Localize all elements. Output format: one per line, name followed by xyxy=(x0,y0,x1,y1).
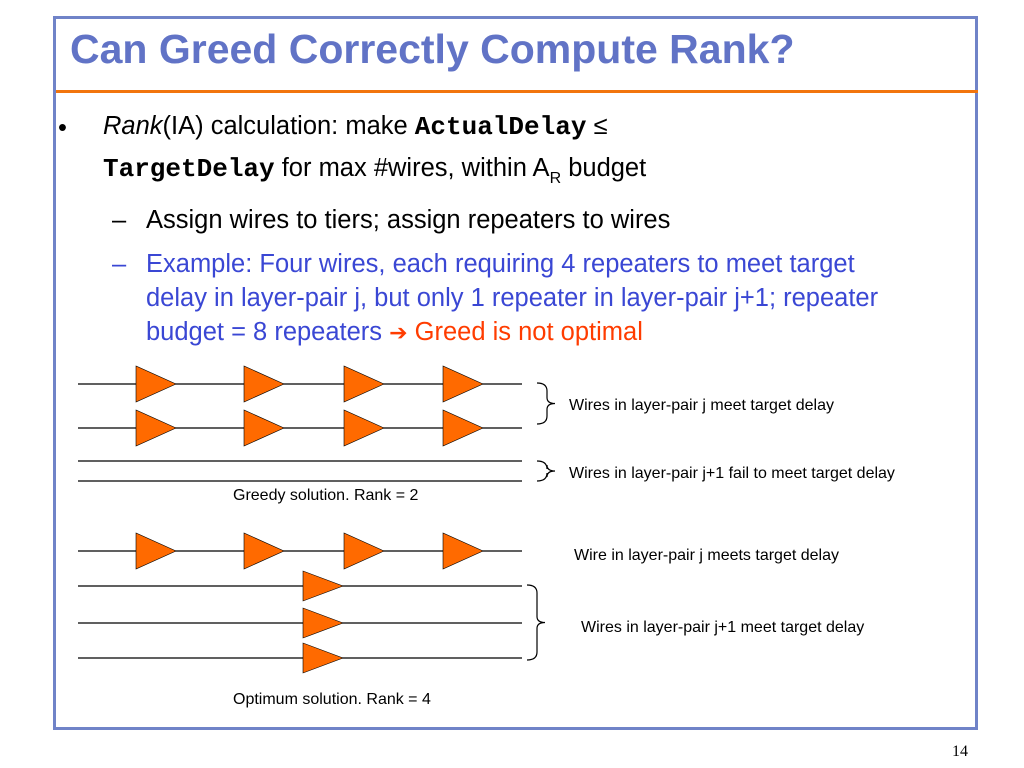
curly-brace xyxy=(536,382,556,425)
target-delay-code: TargetDelay xyxy=(103,154,275,184)
greedy-label-layer-j: Wires in layer-pair j meet target delay xyxy=(569,397,834,414)
repeater-triangle xyxy=(135,365,177,403)
sub-bullet-1-text: Assign wires to tiers; assign repeaters … xyxy=(146,206,671,234)
repeater-triangle xyxy=(135,532,177,570)
repeater-triangle xyxy=(442,409,484,447)
repeater-triangle xyxy=(343,365,385,403)
sub-bullet-2-line-2: delay in layer-pair j, but only 1 repeat… xyxy=(146,284,879,312)
subscript-r: R xyxy=(549,170,562,187)
rank-word: Rank xyxy=(103,112,163,140)
page-number: 14 xyxy=(952,743,968,760)
repeater-triangle xyxy=(302,642,344,674)
bullet-line-2: TargetDelay for max #wires, within AR bu… xyxy=(103,154,647,187)
optimum-label-layer-j1: Wires in layer-pair j+1 meet target dela… xyxy=(581,619,865,636)
sub-bullet-2-line-3: budget = 8 repeaters ➔ Greed is not opti… xyxy=(146,318,643,347)
bullet-marker: • xyxy=(58,114,67,142)
arrow-icon: ➔ xyxy=(389,320,408,345)
repeater-triangle xyxy=(135,409,177,447)
greedy-solution-diagram xyxy=(78,365,556,482)
slide-frame xyxy=(53,16,978,730)
repeater-triangle xyxy=(442,365,484,403)
bullet-text-2: for max #wires, within A xyxy=(274,154,550,182)
repeater-triangle xyxy=(302,607,344,639)
bullet-line-1: Rank(IA) calculation: make ActualDelay ≤ xyxy=(103,112,608,142)
optimum-solution-diagram xyxy=(78,532,546,674)
sub-bullet-2-line-1: Example: Four wires, each requiring 4 re… xyxy=(146,250,855,278)
greedy-caption: Greedy solution. Rank = 2 xyxy=(233,487,419,504)
repeater-triangle xyxy=(343,409,385,447)
optimum-label-layer-j: Wire in layer-pair j meets target delay xyxy=(574,547,839,564)
budget-text: budget = 8 repeaters xyxy=(146,318,390,346)
curly-brace xyxy=(526,584,546,661)
greed-not-optimal: Greed is not optimal xyxy=(407,318,643,346)
repeater-triangle xyxy=(343,532,385,570)
leq-symbol: ≤ xyxy=(586,112,608,140)
title-underline xyxy=(56,90,978,93)
repeater-triangle xyxy=(243,409,285,447)
sub-bullet-2-dash: – xyxy=(112,250,127,278)
bullet-text-1: (IA) calculation: make xyxy=(162,112,415,140)
actual-delay-code: ActualDelay xyxy=(414,112,587,142)
slide-title: Can Greed Correctly Compute Rank? xyxy=(70,26,795,72)
bullet-text-3: budget xyxy=(561,154,647,182)
optimum-caption: Optimum solution. Rank = 4 xyxy=(233,691,431,708)
curly-brace xyxy=(536,460,556,482)
sub-bullet-1-dash: – xyxy=(112,206,127,234)
greedy-label-layer-j1: Wires in layer-pair j+1 fail to meet tar… xyxy=(569,465,895,482)
repeater-triangle xyxy=(243,532,285,570)
repeater-triangle xyxy=(442,532,484,570)
repeater-triangle xyxy=(302,570,344,602)
repeater-triangle xyxy=(243,365,285,403)
